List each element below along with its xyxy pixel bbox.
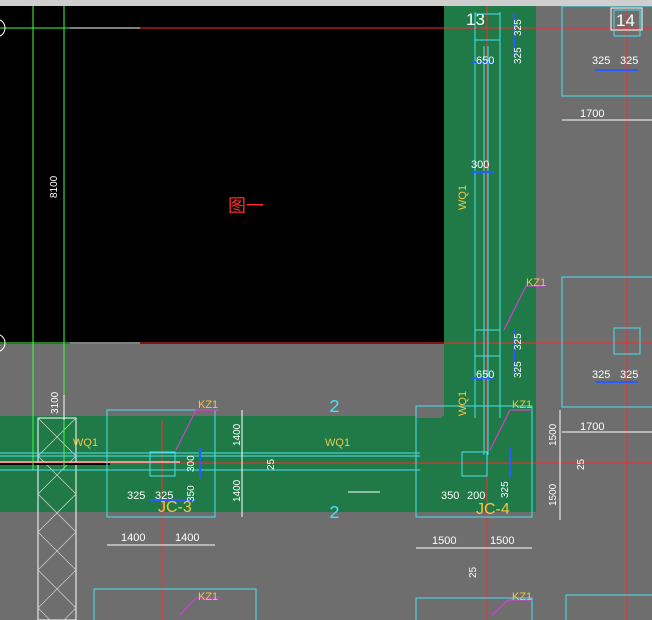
dim-650-mid: 650 xyxy=(476,369,494,381)
dim-1400-vertical-2: 1400 xyxy=(232,479,243,502)
dim-325-mid-1: 325 xyxy=(513,333,524,350)
dim-25-bottom: 25 xyxy=(468,566,479,578)
label-wq1-vertical-2: WQ1 xyxy=(457,391,469,416)
dim-1400-vertical-1: 1400 xyxy=(232,423,243,446)
dim-1400-horizontal-1: 1400 xyxy=(121,532,145,544)
label-wq1-vertical-1: WQ1 xyxy=(457,185,469,210)
dim-325-right-4: 325 xyxy=(620,369,638,381)
dim-25-left: 25 xyxy=(266,458,277,470)
dim-1500-vertical-1: 1500 xyxy=(548,423,559,446)
hatched-column xyxy=(37,417,77,620)
label-wq1-mid: WQ1 xyxy=(325,437,350,449)
label-kz1-a: KZ1 xyxy=(526,277,546,289)
dim-300-vertical: 300 xyxy=(471,159,489,171)
dim-350-jc4: 350 xyxy=(441,490,459,502)
wall-outlines xyxy=(0,6,652,620)
dim-1500-horizontal-2: 1500 xyxy=(490,535,514,547)
label-kz1-d: KZ1 xyxy=(198,591,218,603)
section-mark-2-bottom: 2 xyxy=(329,504,340,524)
dim-350-jc3: 350 xyxy=(186,485,197,502)
dim-25-right: 25 xyxy=(576,458,587,470)
axis-bubble-14 xyxy=(610,7,643,31)
dim-325-top-2: 325 xyxy=(513,47,524,64)
label-kz1-e: KZ1 xyxy=(512,591,532,603)
dim-325-jc3-1: 325 xyxy=(127,490,145,502)
dim-300-jc3: 300 xyxy=(186,455,197,472)
section-mark-2-top: 2 xyxy=(329,398,340,418)
axis-label-14: 14 xyxy=(616,11,635,30)
dim-650-top: 650 xyxy=(476,55,494,67)
vertical-wall-strip xyxy=(444,6,536,416)
label-wq1-left: WQ1 xyxy=(73,437,98,449)
kz1-leader-lines xyxy=(175,285,545,616)
wall-notch xyxy=(416,404,442,418)
window-top-strip xyxy=(0,0,652,6)
dim-325-jc3-2: 325 xyxy=(155,490,173,502)
dim-3100: 3100 xyxy=(50,391,61,414)
label-kz1-c: KZ1 xyxy=(512,399,532,411)
black-view-panel xyxy=(0,6,444,344)
label-jc3: JC-3 xyxy=(158,499,192,516)
dim-325-right-1: 325 xyxy=(592,55,610,67)
dim-200-jc4: 200 xyxy=(467,490,485,502)
dim-1700-mid: 1700 xyxy=(580,421,604,433)
drawing-label: 图一 xyxy=(228,196,264,217)
dim-325-top-1: 325 xyxy=(513,19,524,36)
dim-1500-horizontal-1: 1500 xyxy=(432,535,456,547)
dim-1700-top: 1700 xyxy=(580,108,604,120)
label-jc4: JC-4 xyxy=(476,501,510,518)
label-kz1-b: KZ1 xyxy=(198,399,218,411)
dim-1500-vertical-2: 1500 xyxy=(548,483,559,506)
blue-dimension-marks xyxy=(150,14,638,501)
dim-325-jc4: 325 xyxy=(500,481,511,498)
white-dim-chains xyxy=(63,119,652,549)
dim-8100: 8100 xyxy=(49,175,60,198)
dim-325-right-3: 325 xyxy=(592,369,610,381)
axis-bubble-left-top xyxy=(0,19,6,37)
dim-325-right-2: 325 xyxy=(620,55,638,67)
dim-325-mid-2: 325 xyxy=(513,361,524,378)
cad-drawing-canvas[interactable]: 13 14 图一 xyxy=(0,6,652,620)
grid-lines xyxy=(0,6,652,620)
axis-bubble-left-bottom xyxy=(0,334,6,352)
dim-1400-horizontal-2: 1400 xyxy=(175,532,199,544)
